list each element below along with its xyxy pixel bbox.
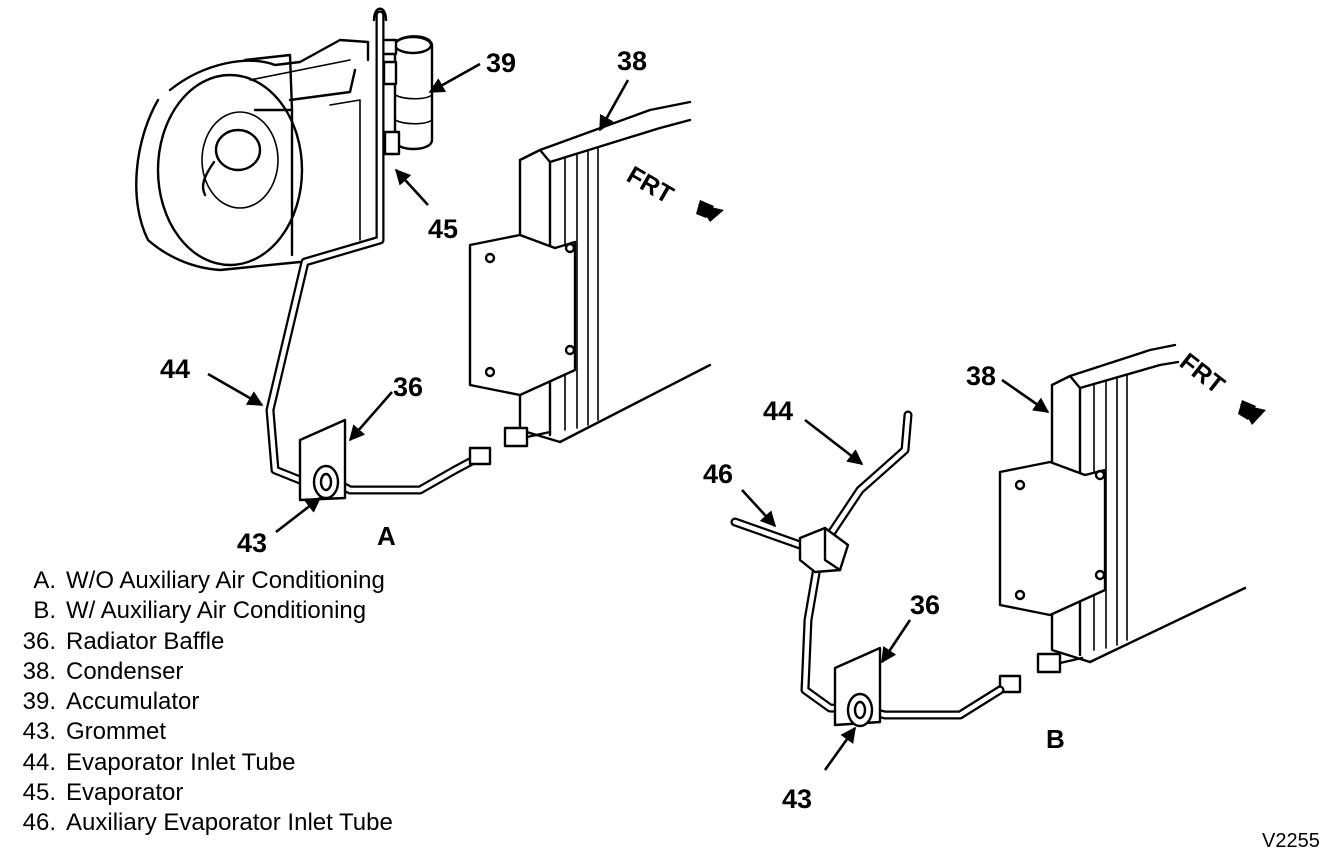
radiator-baffle-b <box>833 646 882 728</box>
legend-item: 38.Condenser <box>22 657 184 685</box>
leader-36-b <box>880 619 912 664</box>
view-b-illustration: FRT 38 44 46 36 43 B <box>703 343 1266 814</box>
view-label-b: B <box>1046 724 1065 754</box>
figure-reference-code: V2255 <box>1262 830 1320 852</box>
callout-38-a: 38 <box>617 46 647 76</box>
leader-43-b <box>823 726 857 771</box>
leader-38-a <box>598 79 630 132</box>
view-a-illustration: FRT 39 38 45 44 36 43 A <box>135 7 724 558</box>
radiator-baffle-a <box>298 418 347 502</box>
leader-43-a <box>275 496 322 534</box>
legend-item: 36.Radiator Baffle <box>22 627 225 655</box>
legend-item: 45.Evaporator <box>22 779 184 807</box>
legend-item: A.W/O Auxiliary Air Conditioning <box>33 567 385 594</box>
view-label-a: A <box>377 521 396 551</box>
condenser-b <box>998 343 1247 694</box>
callout-46-b: 46 <box>703 459 733 489</box>
callout-38-b: 38 <box>966 361 996 391</box>
callout-39-a: 39 <box>486 48 516 78</box>
legend-item: B.W/ Auxiliary Air Conditioning <box>33 597 367 625</box>
svg-text:FRT: FRT <box>1174 348 1230 400</box>
callout-43-b: 43 <box>782 784 812 814</box>
condenser-a <box>468 100 712 466</box>
callout-44-a: 44 <box>160 354 190 384</box>
evaporator-housing <box>135 38 370 272</box>
front-direction-indicator-b: FRT <box>1174 348 1266 425</box>
leader-44-a <box>207 372 264 407</box>
legend: A.W/O Auxiliary Air Conditioning B.W/ Au… <box>6 566 393 839</box>
leader-45-a <box>394 168 429 206</box>
legend-item: 43.Grommet <box>22 718 167 746</box>
callout-36-b: 36 <box>910 590 940 620</box>
callout-44-b: 44 <box>763 396 793 426</box>
callout-45-a: 45 <box>428 214 458 244</box>
callout-36-a: 36 <box>393 372 423 402</box>
leader-46-b <box>741 489 777 528</box>
leader-44-b <box>804 418 864 466</box>
front-direction-indicator-a: FRT <box>622 161 724 222</box>
legend-item: 46.Auxiliary Evaporator Inlet Tube <box>22 809 393 837</box>
auxiliary-inlet-tube-tee <box>730 517 850 574</box>
leader-36-a <box>348 391 393 442</box>
svg-text:FRT: FRT <box>622 161 678 210</box>
legend-item: 44.Evaporator Inlet Tube <box>22 748 296 776</box>
callout-43-a: 43 <box>237 528 267 558</box>
legend-item: 39.Accumulator <box>22 688 200 716</box>
leader-39-a <box>428 62 481 94</box>
leader-38-b <box>1001 378 1050 414</box>
accumulator <box>378 35 434 156</box>
